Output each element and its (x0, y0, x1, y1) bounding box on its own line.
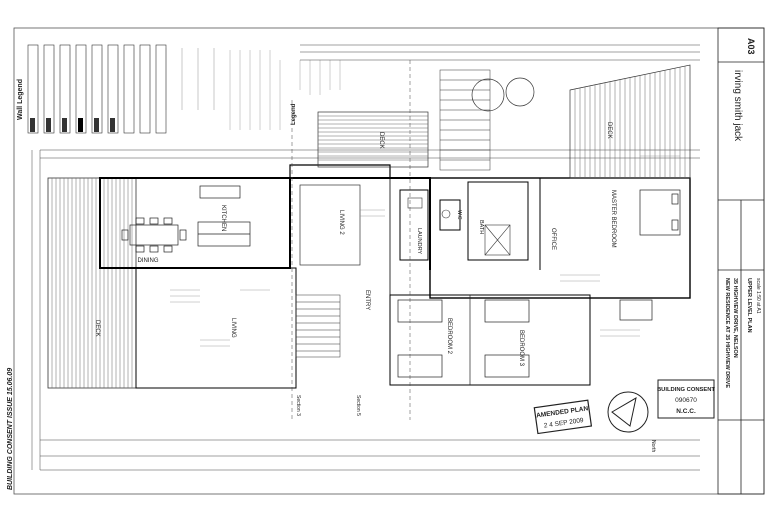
amended-plan-stamp: AMENDED PLAN 2 4 SEP 2009 (533, 399, 593, 435)
dimension-lines-left (31, 150, 41, 470)
general-notes (229, 50, 341, 130)
wc-label: W.C (456, 210, 462, 220)
project-title: NEW RESIDENCE AT 35 HIGHVIEW DRIVE (724, 278, 730, 388)
deck-left-area (47, 177, 137, 389)
house-walls (99, 164, 691, 389)
bedroom3-label: BEDROOM 3 (518, 330, 524, 367)
deck-right-area (569, 64, 691, 179)
wet-area-walls (399, 178, 541, 270)
kitchen-label: KITCHEN (220, 205, 226, 231)
consent-stamp-line2: 090670 (675, 397, 697, 404)
firm-name: irving smith jack (732, 70, 743, 142)
sheet-border (13, 27, 765, 495)
stairs-upper (439, 69, 491, 171)
wall-legend: Wall Legend (17, 44, 215, 134)
laundry-label: LAUNDRY (416, 228, 422, 255)
living-notes (170, 289, 270, 347)
dimension-lines-bottom (40, 439, 700, 471)
bedroom-beds (397, 295, 530, 385)
section-markers (291, 60, 411, 420)
title-block (717, 27, 765, 495)
living2-area (299, 184, 361, 266)
master-bed (619, 189, 681, 321)
living-label: LIVING (230, 318, 236, 338)
consent-stamp-line3: N.C.C. (676, 408, 696, 415)
stairs-lower (295, 294, 341, 358)
section3-label: Section 3 (295, 395, 301, 416)
kitchen-island (197, 185, 251, 247)
consent-stamp-line1: BUILDING CONSENT (657, 387, 715, 393)
bedroom2-label: BEDROOM 2 (446, 318, 452, 355)
dining-table (121, 217, 187, 253)
annotations (360, 149, 680, 337)
dining-label: DINING (138, 258, 159, 264)
north-label: North (650, 440, 656, 452)
entry-label: ENTRY (364, 290, 370, 310)
sheet-number: A03 (746, 38, 756, 55)
building-consent-stamp: BUILDING CONSENT 090670 N.C.C. (657, 379, 715, 419)
tree-symbols (471, 77, 535, 112)
drawing-scale: scale 1:50 at A1 (755, 278, 761, 314)
office-label: OFFICE (550, 228, 556, 250)
project-address: 35 HIGHVIEW DRIVE, NELSON (732, 278, 738, 358)
deck-top-area (317, 111, 429, 168)
drawing-title: UPPER LEVEL PLAN (746, 278, 752, 333)
wall-legend-title: Wall Legend (17, 79, 24, 120)
section5-label: Section 5 (355, 395, 361, 416)
building-consent-note: BUILDING CONSENT ISSUE 15.06.09 (7, 368, 14, 490)
north-arrow-icon (607, 391, 649, 433)
living2-label: LIVING 2 (338, 210, 344, 235)
deck-top-label: DECK (378, 132, 384, 149)
master-bedroom-label: MASTER BEDROOM (610, 190, 616, 248)
bath-fixtures (407, 197, 511, 256)
dimension-lines-top (40, 44, 700, 159)
deck-right-label: DECK (606, 122, 612, 139)
deck-left-label: DECK (94, 320, 100, 337)
legend-title: Legend (291, 103, 297, 125)
bath-label: BATH (478, 220, 484, 234)
